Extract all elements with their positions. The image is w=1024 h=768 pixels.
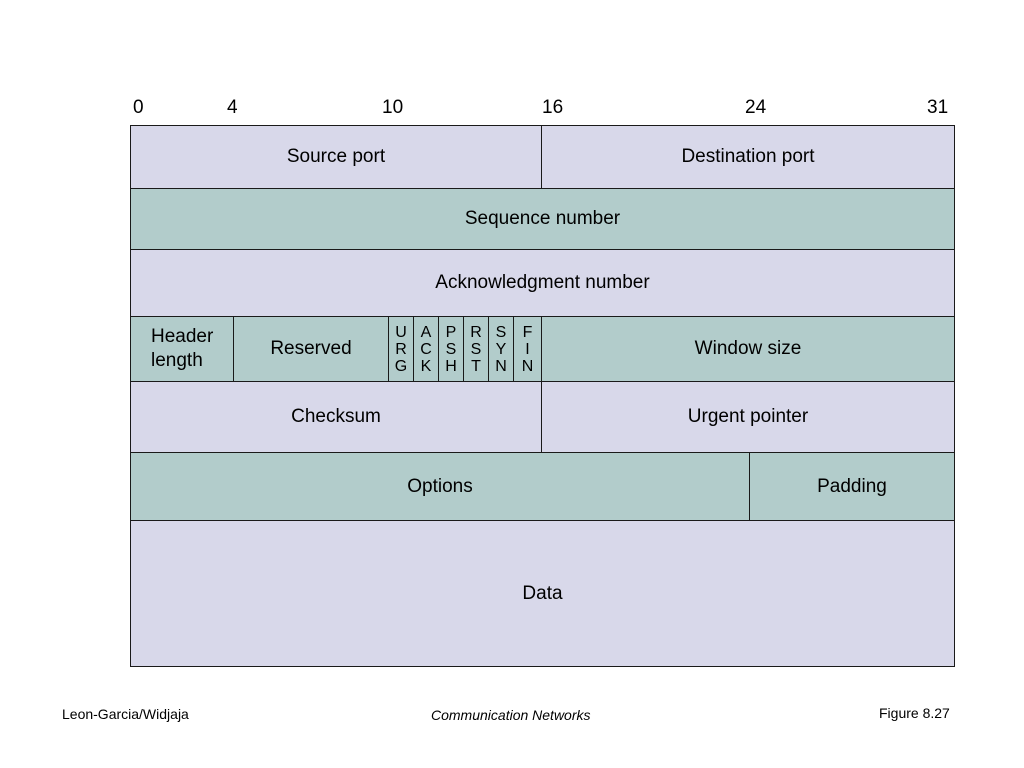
- flag-psh-letter-2: S: [445, 341, 457, 358]
- flag-syn-letter-3: N: [495, 358, 507, 375]
- data-field: Data: [130, 520, 955, 667]
- reserved-label: Reserved: [270, 338, 352, 359]
- destination-port-label: Destination port: [681, 146, 815, 167]
- padding-label: Padding: [817, 475, 887, 497]
- bit-label-10: 10: [382, 97, 404, 118]
- destination-port-field: Destination port: [541, 125, 955, 189]
- flag-ack-letter-3: K: [420, 358, 432, 375]
- flag-syn-letter-2: Y: [495, 341, 507, 358]
- urgent-pointer-field: Urgent pointer: [541, 381, 955, 453]
- flag-fin-letter-3: N: [521, 358, 534, 375]
- flag-psh-letter-1: P: [445, 324, 457, 341]
- flag-rst-letter-3: T: [471, 358, 481, 375]
- footer-authors: Leon-Garcia/Widjaja: [62, 706, 189, 722]
- checksum-field: Checksum: [130, 381, 542, 453]
- flag-ack-letter-1: A: [420, 324, 432, 341]
- flag-fin-letter-1: F: [522, 324, 533, 341]
- bit-label-31: 31: [927, 97, 949, 118]
- flag-rst-letter-1: R: [470, 324, 482, 341]
- urgent-pointer-label: Urgent pointer: [687, 406, 809, 427]
- sequence-number-label: Sequence number: [464, 208, 621, 229]
- tcp-header-diagram: Source port Destination port Sequence nu…: [130, 125, 955, 667]
- header-length-label-line1: Header: [151, 326, 214, 347]
- options-label: Options: [407, 475, 473, 497]
- bit-label-16: 16: [542, 97, 564, 118]
- bit-label-4: 4: [227, 97, 238, 118]
- options-field: Options: [130, 452, 750, 521]
- acknowledgment-number-label: Acknowledgment number: [435, 272, 650, 293]
- bit-label-24: 24: [745, 97, 767, 118]
- header-length-label-line2: length: [151, 350, 203, 371]
- flag-ack-letter-2: C: [420, 341, 432, 358]
- flag-urg-letter-2: R: [395, 341, 407, 358]
- source-port-field: Source port: [130, 125, 542, 189]
- footer-book-title: Communication Networks: [431, 707, 591, 723]
- flag-psh-letter-3: H: [445, 358, 457, 375]
- flag-fin-letter-2: I: [525, 341, 530, 358]
- data-label: Data: [522, 582, 563, 604]
- window-size-label: Window size: [694, 338, 802, 359]
- padding-field: Padding: [749, 452, 955, 521]
- footer-figure-number: Figure 8.27: [879, 705, 950, 721]
- reserved-field: Reserved: [233, 316, 389, 382]
- flag-syn-letter-1: S: [495, 324, 507, 341]
- bit-label-0: 0: [133, 97, 144, 118]
- window-size-field: Window size: [541, 316, 955, 382]
- checksum-label: Checksum: [291, 406, 381, 427]
- flag-urg-letter-1: U: [395, 324, 407, 341]
- acknowledgment-number-field: Acknowledgment number: [130, 249, 955, 317]
- source-port-label: Source port: [286, 146, 386, 167]
- flag-rst-letter-2: S: [470, 341, 482, 358]
- flag-urg-letter-3: G: [394, 358, 408, 375]
- header-length-field: Header length: [130, 316, 234, 382]
- sequence-number-field: Sequence number: [130, 188, 955, 250]
